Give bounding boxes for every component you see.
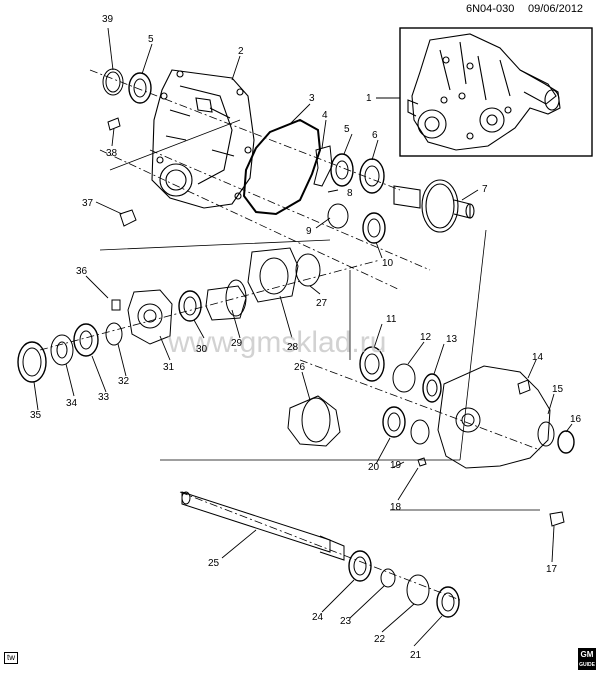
part-label-15: 15 <box>552 384 564 395</box>
part-label-28: 28 <box>287 342 299 353</box>
callout-guide-lines <box>99 119 540 511</box>
part-number-labels: 1 2 3 4 5 5 6 7 8 9 10 11 12 13 14 15 16… <box>30 14 582 661</box>
part-label-14: 14 <box>532 352 544 363</box>
alignment-axis-lines <box>39 69 541 601</box>
part-label-18: 18 <box>390 502 402 513</box>
part-label-8: 8 <box>347 188 353 199</box>
bracket-illustration <box>313 145 333 187</box>
upper-screws <box>107 117 137 227</box>
part-label-12: 12 <box>420 332 432 343</box>
part-label-38: 38 <box>106 148 118 159</box>
gm-logo: GM GUIDE <box>578 648 596 670</box>
part-label-25: 25 <box>208 558 220 569</box>
part-label-33: 33 <box>98 392 110 403</box>
part-label-5-lower: 5 <box>344 124 350 135</box>
watermark-text: www.gmsklad.ru <box>167 326 386 359</box>
gm-logo-text: GM <box>580 650 594 659</box>
output-gear-shaft-illustration <box>393 179 475 233</box>
part-label-26: 26 <box>294 362 306 373</box>
assembled-transfer-case-illustration <box>407 33 561 151</box>
part-label-13: 13 <box>446 334 458 345</box>
part-label-11: 11 <box>386 314 397 325</box>
part-label-10: 10 <box>382 258 394 269</box>
part-label-27: 27 <box>316 298 328 309</box>
gasket-illustration <box>242 118 322 216</box>
part-label-39: 39 <box>102 14 114 25</box>
part-label-31: 31 <box>163 362 175 373</box>
part-label-17: 17 <box>546 564 558 575</box>
part-label-5-upper: 5 <box>148 34 154 45</box>
part-label-21: 21 <box>410 650 422 661</box>
part-label-36: 36 <box>76 266 88 277</box>
part-label-9: 9 <box>306 226 312 237</box>
part-label-20: 20 <box>368 462 380 473</box>
part-label-16: 16 <box>570 414 582 425</box>
part-label-24: 24 <box>312 612 324 623</box>
part-label-37: 37 <box>82 198 94 209</box>
leader-lines <box>33 27 573 647</box>
part-label-35: 35 <box>30 410 42 421</box>
diagram-code: 6N04-030 <box>466 3 515 15</box>
part-label-4: 4 <box>322 110 328 121</box>
part-label-3: 3 <box>309 93 315 104</box>
part-label-34: 34 <box>66 398 78 409</box>
front-housing-illustration <box>151 69 255 209</box>
part-label-1: 1 <box>366 93 372 104</box>
part-label-7: 7 <box>482 184 488 195</box>
corner-tag: tw <box>4 652 18 664</box>
middle-cluster-parts <box>17 247 321 383</box>
assembly-inset-box <box>399 27 593 157</box>
gm-logo-subtext: GUIDE <box>579 662 595 668</box>
part-label-32: 32 <box>118 376 130 387</box>
diagram-date: 09/06/2012 <box>528 3 584 15</box>
part-label-22: 22 <box>374 634 386 645</box>
part-label-2: 2 <box>238 46 244 57</box>
upper-seals-and-bearings <box>102 68 386 244</box>
part-label-29: 29 <box>231 338 243 349</box>
rear-cluster-parts <box>287 346 575 527</box>
part-label-6: 6 <box>372 130 378 141</box>
long-shaft-and-lower-seals <box>181 491 460 618</box>
part-label-19: 19 <box>390 460 402 471</box>
part-label-23: 23 <box>340 616 352 627</box>
part-label-30: 30 <box>196 344 208 355</box>
